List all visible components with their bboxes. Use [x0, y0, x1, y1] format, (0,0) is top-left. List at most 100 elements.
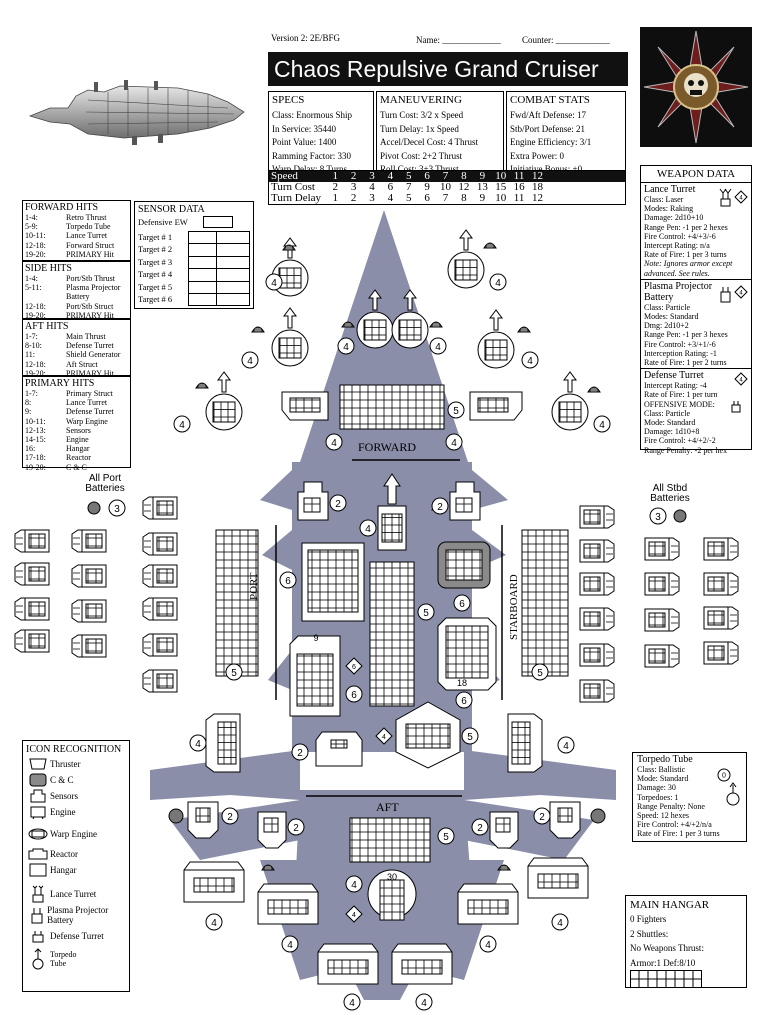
hangar-damage-grid[interactable] — [630, 970, 702, 988]
target-cell[interactable] — [217, 230, 250, 243]
combat-stats-box: COMBAT STATS Fwd/Aft Defense: 17 Stb/Por… — [506, 91, 626, 174]
speed-value: 9 — [479, 170, 486, 182]
hit-system: Primary Struct — [66, 389, 113, 398]
hit-row: 19-20:C & C — [25, 463, 128, 472]
svg-text:4: 4 — [451, 438, 457, 449]
hit-roll: 8: — [25, 398, 32, 408]
aft-hits-table: AFT HITS 1-7:Main Thrust 8-10:Defense Tu… — [22, 319, 131, 378]
combat-stats-line: Fwd/Aft Defense: 17 — [510, 110, 586, 120]
turn-delay-value: 5 — [406, 192, 412, 204]
target-row: Target # 6 — [138, 293, 250, 306]
svg-text:5: 5 — [453, 406, 459, 417]
svg-text:4: 4 — [495, 278, 501, 289]
defensive-ew-row: Defensive EW — [138, 216, 250, 229]
target-cell[interactable] — [187, 293, 218, 306]
target-cell[interactable] — [187, 255, 218, 268]
legend-label: Plasma Projector Battery — [47, 905, 109, 925]
defense-turret-entry: Defense Turret Intercept Rating: -4 Rate… — [641, 369, 751, 456]
specs-box: SPECS Class: Enormous Ship In Service: 3… — [268, 91, 374, 174]
target-cell[interactable] — [187, 280, 218, 293]
combat-stats-line: Extra Power: 0 — [510, 150, 564, 161]
target-label: Target # 1 — [138, 231, 173, 242]
hit-roll: 1-7: — [25, 389, 38, 398]
svg-text:4: 4 — [739, 378, 743, 384]
chaos-emblem — [640, 27, 752, 147]
svg-text:6: 6 — [461, 696, 467, 707]
version-label: Version 2: 2E/BFG — [271, 33, 341, 43]
weapon-note: Note: Ignores armor except advanced. See… — [644, 259, 733, 278]
specs-line: Warp Delay: 8 Turns — [272, 164, 348, 174]
svg-text:2: 2 — [297, 748, 303, 759]
legend-label: Torpedo Tube — [50, 950, 77, 968]
aft-hits-title: AFT HITS — [25, 321, 69, 332]
legend-item: Plasma Projector Battery — [26, 902, 126, 928]
svg-text:30: 30 — [387, 872, 397, 882]
legend-item: Thruster — [26, 756, 126, 772]
hit-roll: 11: — [25, 350, 35, 360]
legend-label: Hangar — [50, 865, 77, 875]
weapon-data-box: WEAPON DATA Lance Turret Class: Laser Mo… — [640, 165, 752, 455]
weapon-stat: Mode: Standard — [637, 774, 689, 784]
target-cell[interactable] — [187, 268, 218, 281]
port-aft-sensors — [187, 801, 219, 839]
svg-text:2: 2 — [227, 812, 233, 823]
weapon-stat: Modes: Standard — [644, 312, 699, 322]
speed-value: 10 — [495, 170, 507, 182]
svg-text:5: 5 — [423, 608, 429, 619]
counter-field[interactable]: Counter: ____________ — [522, 35, 610, 45]
plasma-projector-name: Plasma Projector Battery — [644, 280, 713, 303]
weapon-stat: Rate of Fire: 1 per 3 turns — [644, 250, 727, 260]
turn-delay-value: 6 — [424, 192, 430, 204]
defense-turret-icon — [26, 929, 50, 943]
target-cell[interactable] — [217, 255, 250, 268]
hit-system: Shield Generator — [66, 350, 121, 360]
hangar-line: 2 Shuttles: — [630, 928, 669, 939]
target-label: Target # 2 — [138, 244, 173, 254]
speed-value: 4 — [387, 170, 394, 182]
weapon-stat: Class: Laser — [644, 195, 684, 204]
hit-row: 8-10:Defense Turret — [25, 341, 128, 350]
turn-cost-value: 4 — [369, 181, 375, 193]
weapon-stat: Range Pen: -1 per 3 hexes — [644, 330, 728, 340]
legend-item: Defense Turret — [26, 928, 126, 944]
svg-text:5: 5 — [467, 732, 473, 743]
defensive-ew-value[interactable] — [203, 216, 233, 228]
center-lance — [377, 473, 407, 551]
hit-roll: 12-18: — [25, 301, 46, 311]
target-cell[interactable] — [187, 243, 218, 256]
legend-item: Sensors — [26, 788, 126, 804]
hit-roll: 16: — [25, 444, 36, 454]
target-cell[interactable] — [187, 230, 218, 243]
maneuvering-title: MANEUVERING — [380, 94, 462, 106]
hit-roll: 12-13: — [25, 425, 46, 435]
sensors-icon — [26, 789, 50, 803]
svg-text:4: 4 — [287, 940, 293, 951]
name-field[interactable]: Name: _____________ — [416, 35, 501, 45]
forward-label: FORWARD — [358, 440, 417, 454]
turn-cost-value: 18 — [531, 181, 543, 193]
weapon-stat: Modes: Raking — [644, 204, 694, 214]
target-cell[interactable] — [217, 243, 250, 256]
ship-illustration — [28, 80, 245, 145]
target-label: Target # 3 — [138, 256, 173, 267]
lance-turret-icon: 4 — [719, 188, 748, 207]
target-cell[interactable] — [217, 293, 250, 306]
stbd-plasma-mid — [507, 713, 543, 773]
specs-line: In Service: 35440 — [272, 123, 336, 134]
hangar-line: No Weapons Thrust: — [630, 943, 704, 953]
forward-plasma-left — [281, 391, 329, 421]
target-cell[interactable] — [217, 268, 250, 281]
target-cell[interactable] — [217, 280, 250, 293]
all-stbd-batteries-label: All Stbd Batteries — [650, 483, 690, 504]
maneuvering-line: Turn Cost: 3/2 x Speed — [380, 110, 464, 120]
legend-label: Defense Turret — [50, 931, 104, 941]
svg-text:4: 4 — [211, 918, 217, 929]
stbd-aft-sensors-2 — [489, 811, 519, 849]
weapon-stat: Mode: Standard — [644, 418, 696, 428]
legend-item: Torpedo Tube — [26, 946, 126, 972]
turn-cost-value: 9 — [424, 181, 430, 193]
combat-stats-line: Initiative Bonus: +0 — [510, 164, 583, 174]
